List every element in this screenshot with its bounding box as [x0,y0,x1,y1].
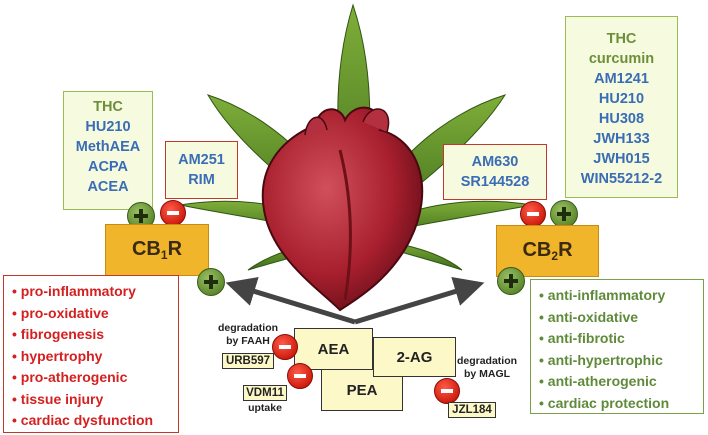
jzl184-label: JZL184 [452,404,492,416]
aea-label: AEA [317,340,350,358]
urb597-minus-icon [272,334,298,360]
cb2-antagonist-minus-icon [520,201,546,227]
cb1-effect-item: tissue injury [12,389,170,411]
cb2-agonist-item: HU308 [598,111,645,127]
jzl184-box: JZL184 [448,402,496,418]
cb2-effect-item: anti-oxidative [539,307,695,329]
faah-note-line: degradation [217,322,279,334]
cb2-effect-plus-icon [497,267,525,295]
urb597-box: URB597 [222,353,274,369]
cb1-agonist-item: ACEA [87,179,129,195]
vdm11-label: VDM11 [246,387,284,399]
cb2-agonist-item: JWH015 [593,151,650,167]
pea-label: PEA [346,381,378,399]
cb2-effect-item: anti-atherogenic [539,371,695,393]
cb2-agonist-item: curcumin [588,51,655,67]
cb2-effect-item: anti-hypertrophic [539,350,695,372]
vdm11-box: VDM11 [243,385,287,401]
faah-note-line: by FAAH [226,335,270,347]
urb597-label: URB597 [225,355,271,367]
cb2-agonist-item: WIN55212-2 [580,171,663,187]
uptake-label: uptake [248,402,282,414]
cb2-agonist-item: JWH133 [593,131,650,147]
cb2-effects-box: anti-inflammatory anti-oxidative anti-fi… [530,279,704,414]
magl-note-line: by MAGL [463,368,511,380]
vdm11-minus-icon [287,363,313,389]
cb2-agonist-item: HU210 [598,91,645,107]
cb1-antagonist-box: AM251 RIM [165,141,238,199]
cb1-effect-item: pro-atherogenic [12,367,170,389]
cb1-effects-box: pro-inflammatory pro-oxidative fibrogene… [3,275,179,433]
cb1-effect-item: cardiac dysfunction [12,410,170,432]
cb1-effect-plus-icon [197,268,225,296]
cb1-agonist-item: HU210 [85,119,131,135]
cb2-agonist-item: THC [606,31,637,47]
cb2-antagonist-box: AM630 SR144528 [443,144,547,200]
faah-note: degradation by FAAH [213,322,283,348]
cb1-effect-item: pro-inflammatory [12,281,170,303]
cb1-receptor-label: CB1R [131,238,183,262]
cb2-antagonist-item: SR144528 [460,174,530,190]
cb1-antagonist-item: RIM [188,172,215,188]
cb2-effect-item: cardiac protection [539,393,695,415]
cb2-receptor: CB2R [496,225,599,277]
magl-note-line: degradation [456,355,518,367]
heart-icon [261,106,424,312]
cb2-effect-item: anti-fibrotic [539,328,695,350]
cb2-receptor-label: CB2R [522,239,573,263]
cb1-agonist-item: THC [93,99,123,115]
jzl184-minus-icon [434,378,460,404]
cb1-agonist-item: MethAEA [75,139,141,155]
cb2-agonist-plus-icon [550,200,578,228]
2ag-box: 2-AG [373,337,456,377]
cb2-effect-item: anti-inflammatory [539,285,695,307]
2ag-label: 2-AG [396,348,433,366]
cb1-antagonist-minus-icon [160,200,186,226]
cb2-agonist-box: THC curcumin AM1241 HU210 HU308 JWH133 J… [565,16,678,198]
cb2-agonist-item: AM1241 [594,71,649,87]
cb1-effect-item: pro-oxidative [12,303,170,325]
cb1-agonist-item: ACPA [87,159,128,175]
uptake-note: uptake [243,402,287,415]
cb1-effect-item: fibrogenesis [12,324,170,346]
cb1-agonist-box: THC HU210 MethAEA ACPA ACEA [63,91,153,210]
magl-note: degradation by MAGL [452,355,522,381]
cb1-antagonist-item: AM251 [178,152,225,168]
cb1-receptor: CB1R [105,224,209,276]
cb2-antagonist-item: AM630 [471,154,519,170]
cb1-effect-item: hypertrophy [12,346,170,368]
